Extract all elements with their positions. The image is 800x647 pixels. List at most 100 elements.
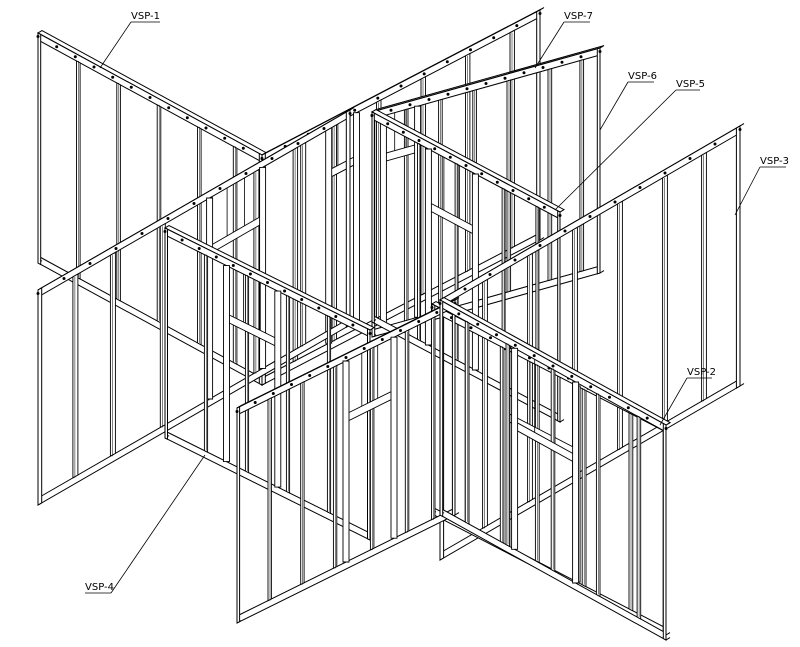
screw-mark (435, 311, 439, 314)
screw-mark (511, 189, 515, 192)
screw-mark (713, 142, 717, 146)
stud (454, 162, 459, 362)
screw-mark (214, 255, 218, 259)
screw-mark (266, 281, 269, 284)
screw-mark (626, 406, 630, 410)
wall-frame-vsp-5b (163, 225, 376, 541)
screw-mark (480, 172, 484, 176)
screw-mark (348, 112, 352, 115)
stud (332, 364, 338, 570)
screw-mark (197, 247, 201, 250)
stud (300, 141, 307, 348)
leader-vsp-6 (599, 81, 629, 131)
end-stud (439, 299, 444, 518)
jamb-stud (471, 173, 479, 371)
screw-mark (401, 130, 405, 134)
header-track (382, 143, 419, 163)
screw-mark (36, 292, 40, 295)
end-stud (557, 209, 561, 423)
screw-mark (463, 287, 467, 291)
stud (662, 174, 668, 425)
screw-mark (368, 332, 372, 335)
wall-frame-vsp-2c (438, 297, 672, 641)
screw-mark (351, 323, 355, 327)
screw-mark (532, 354, 536, 358)
screw-mark (235, 410, 239, 413)
screw-mark (204, 126, 208, 130)
label-vsp-4: VSP-4 (85, 582, 114, 593)
screw-mark (608, 395, 611, 399)
wall-frames (36, 7, 745, 641)
jamb-stud (390, 336, 398, 539)
screw-mark (417, 320, 421, 323)
end-stud (662, 422, 667, 641)
screw-mark (300, 298, 304, 301)
leader-vsp-5 (554, 89, 677, 211)
label-vsp-2: VSP-2 (687, 367, 716, 378)
screw-mark (663, 171, 667, 175)
screw-mark (399, 329, 402, 332)
jamb-stud (379, 115, 387, 328)
label-vsp-6: VSP-6 (628, 71, 657, 82)
screw-mark (542, 205, 546, 209)
jamb-stud (353, 112, 360, 330)
end-stud (37, 286, 43, 506)
screw-mark (408, 103, 412, 107)
screw-mark (558, 214, 562, 217)
screw-mark (62, 277, 66, 280)
screw-mark (231, 264, 235, 267)
label-vsp-5: VSP-5 (676, 79, 705, 90)
screw-mark (527, 197, 531, 201)
jamb-stud (572, 381, 580, 584)
screw-mark (513, 258, 517, 262)
screw-mark (180, 238, 184, 242)
leader-vsp-3 (734, 166, 761, 216)
stud (617, 200, 623, 451)
screw-mark (244, 172, 248, 175)
screw-mark (114, 247, 118, 250)
bottom-track-edge (539, 237, 545, 241)
screw-mark (417, 139, 421, 142)
screw-mark (430, 306, 434, 309)
screw-mark (645, 416, 649, 420)
screw-mark (588, 215, 592, 218)
screw-mark (638, 186, 642, 189)
screw-mark (376, 96, 380, 100)
screw-mark (380, 338, 384, 341)
screw-mark (148, 96, 152, 99)
screw-mark (469, 48, 472, 52)
screw-mark (598, 50, 602, 53)
top-track-depth (36, 30, 268, 156)
wall-frame-vsp-3 (438, 123, 745, 561)
screw-mark (495, 180, 499, 184)
label-vsp-3: VSP-3 (760, 156, 789, 167)
leader-vsp-1 (99, 21, 132, 69)
end-stud (164, 227, 168, 440)
screw-mark (192, 202, 196, 205)
screw-mark (167, 106, 171, 110)
screw-mark (389, 108, 393, 112)
stud (326, 315, 332, 515)
screw-mark (464, 164, 468, 167)
screw-mark (166, 217, 170, 220)
stud (203, 253, 209, 453)
end-stud (367, 328, 371, 541)
jamb-stud (511, 347, 519, 550)
screw-mark (422, 72, 426, 76)
screw-mark (489, 336, 492, 340)
screw-mark (296, 142, 300, 145)
screw-mark (448, 155, 452, 159)
screw-mark (664, 427, 668, 430)
leader-vsp-4 (110, 454, 206, 594)
stud (300, 380, 305, 586)
screw-mark (538, 12, 542, 15)
screw-mark (484, 82, 488, 85)
screw-mark (88, 262, 92, 265)
end-stud (37, 32, 42, 266)
screw-mark (322, 127, 326, 130)
screw-mark (563, 229, 567, 233)
bottom-track-edge (665, 632, 671, 636)
screw-mark (438, 302, 442, 305)
bottom-track-edge (454, 512, 460, 516)
